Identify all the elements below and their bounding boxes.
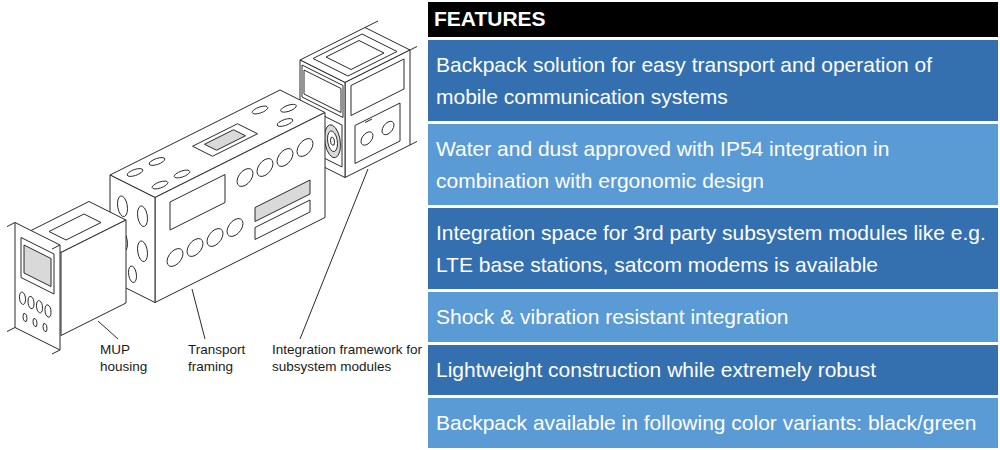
- framing-side: [167, 246, 183, 270]
- framing-side: [277, 146, 293, 170]
- housing-screws: [52, 245, 60, 249]
- framing-top: [150, 180, 171, 191]
- housing-front-plate: [24, 245, 51, 287]
- housing-screws: [52, 350, 60, 354]
- part-label: MUP housing: [100, 342, 162, 376]
- housing-front-plate: [43, 323, 47, 333]
- feature-row: Water and dust approved with IP54 integr…: [428, 124, 998, 205]
- housing-front-plate: [20, 291, 26, 306]
- framework-fan-end: [325, 121, 341, 161]
- housing-side: [61, 220, 126, 336]
- framing-side: [257, 156, 273, 180]
- header-text: FEATURES: [434, 4, 992, 34]
- feature-text: Integration space for 3rd party subsyste…: [436, 217, 990, 280]
- housing-side: [61, 220, 126, 336]
- feature-text: Backpack solution for easy transport and…: [436, 49, 990, 112]
- part-label: Transport framing: [188, 342, 264, 376]
- framing-side: [155, 113, 325, 303]
- housing-front-plate: [21, 238, 54, 295]
- framework-top: [326, 41, 384, 70]
- framing-end: [129, 264, 137, 284]
- framework-side: [382, 119, 394, 137]
- part-label: Integration framework for subsystem modu…: [272, 342, 424, 376]
- framework-fan-end: [328, 129, 338, 154]
- framework-screws: [410, 142, 417, 146]
- framing-side: [207, 226, 223, 250]
- feature-text: Lightweight construction while extremely…: [436, 354, 990, 386]
- framing-end: [138, 239, 148, 264]
- framework-side: [345, 50, 410, 178]
- framework-screws: [365, 21, 378, 28]
- framing-top: [125, 167, 146, 178]
- framing-top: [275, 117, 296, 128]
- feature-row: Lightweight construction while extremely…: [428, 345, 998, 395]
- framing-top: [278, 103, 299, 114]
- housing-screws: [7, 328, 15, 332]
- framing-top: [147, 156, 168, 167]
- framework-screws: [365, 21, 417, 145]
- framing-end: [138, 204, 148, 229]
- leader-lines: [300, 169, 368, 339]
- framework-screws: [410, 47, 417, 51]
- feature-row: Backpack solution for easy transport and…: [428, 40, 998, 121]
- framing-side: [255, 200, 310, 240]
- framework-side: [361, 130, 373, 148]
- feature-row: Integration space for 3rd party subsyste…: [428, 208, 998, 289]
- framework-side: [345, 50, 410, 178]
- housing-front-plate: [23, 313, 27, 323]
- framing-top: [172, 169, 193, 180]
- leader-lines: [98, 169, 368, 339]
- housing-front-plate: [28, 295, 34, 310]
- framing-top: [205, 130, 246, 151]
- housing-front-plate: [33, 318, 37, 328]
- framework-fan-end: [323, 116, 342, 168]
- framing-side: [297, 136, 313, 160]
- feature-text: Shock & vibration resistant integration: [436, 301, 990, 333]
- table-header: FEATURES: [428, 2, 998, 37]
- framing-end: [118, 194, 128, 219]
- housing-front-plate: [37, 299, 43, 314]
- housing-front-plate: [15, 223, 60, 351]
- leader-lines: [192, 289, 205, 339]
- framework-screws: [365, 119, 372, 123]
- features-table: FEATURES Backpack solution for easy trans…: [428, 0, 998, 450]
- housing-front-plate: [45, 304, 51, 319]
- framework-fan-end: [331, 136, 335, 146]
- framing-side: [187, 236, 203, 260]
- framing-side: [237, 166, 253, 190]
- framework-side: [355, 103, 400, 164]
- feature-row: Backpack available in following color va…: [428, 398, 998, 448]
- framing-side: [227, 216, 243, 240]
- feature-text: Water and dust approved with IP54 integr…: [436, 133, 990, 196]
- mup-housing: [7, 202, 126, 355]
- housing-front-plate: [15, 223, 60, 351]
- framing-side: [170, 175, 225, 231]
- housing-screws: [7, 223, 60, 355]
- feature-row: Shock & vibration resistant integration: [428, 292, 998, 342]
- framing-side: [155, 113, 325, 303]
- feature-text: Backpack available in following color va…: [436, 407, 990, 439]
- housing-screws: [7, 223, 15, 227]
- leader-lines: [98, 321, 118, 339]
- transport-framing: [110, 90, 325, 303]
- framing-top: [250, 105, 271, 116]
